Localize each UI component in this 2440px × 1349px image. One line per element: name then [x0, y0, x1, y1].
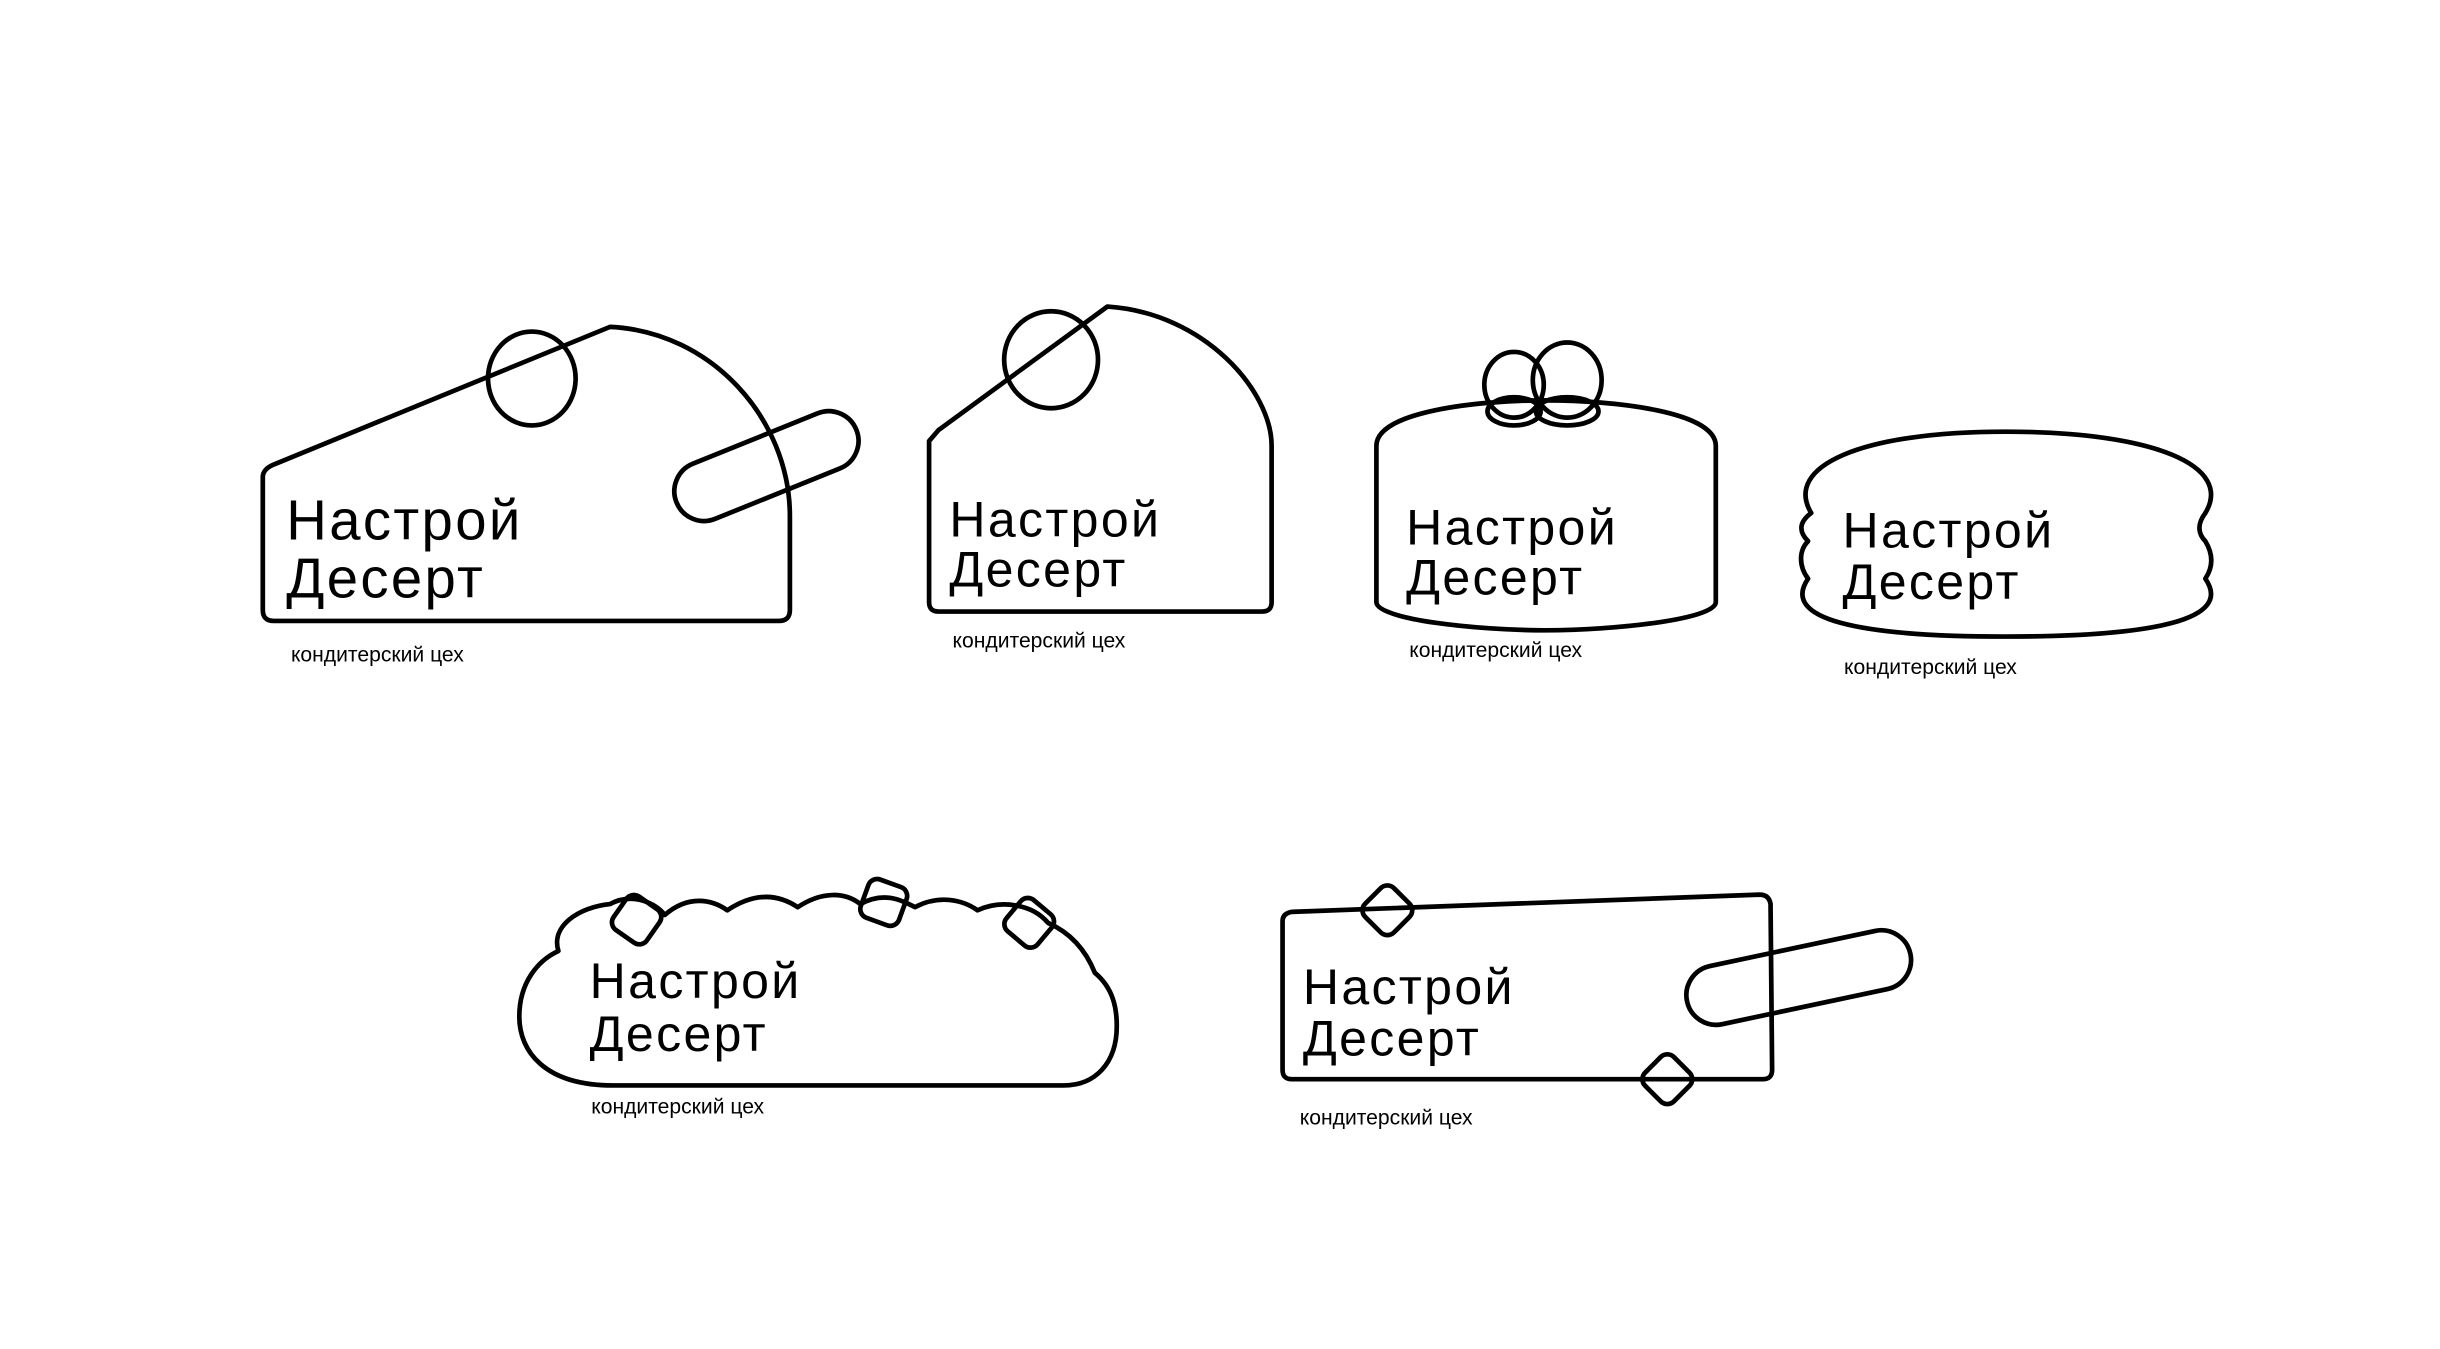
logo-subtitle: кондитерский цех	[591, 1096, 764, 1119]
logo-title-line2: Десерт	[1303, 1011, 1481, 1067]
logo-cake-with-bow: Настрой Десерт кондитерский цех	[1374, 340, 1719, 662]
bow-left-icon	[1481, 349, 1547, 420]
wafer-stick-icon	[672, 408, 861, 524]
logo-title-line1: Настрой	[590, 953, 802, 1009]
cake-slice-outline	[260, 324, 793, 624]
cloud-cake-outline	[516, 892, 1120, 1088]
logo-title-line2: Десерт	[1842, 554, 2020, 610]
logo-title-line1: Настрой	[1406, 499, 1618, 555]
logo-bar-with-stick: Настрой Десерт кондитерский цех	[1280, 883, 1914, 1130]
logo-title-line2: Десерт	[286, 546, 485, 609]
bow-right-icon	[1530, 340, 1604, 420]
bow-left-lower-icon	[1485, 394, 1543, 428]
berry-diamond-icon	[1360, 883, 1415, 938]
berry-diamond-icon	[1640, 1051, 1695, 1107]
tall-slice-outline	[926, 304, 1274, 614]
berry-diamond-icon	[1002, 895, 1057, 950]
logo-tall-slice: Настрой Десерт кондитерский цех	[926, 304, 1274, 653]
logo-title-line1: Настрой	[949, 491, 1161, 547]
berry-diamond-icon	[857, 876, 910, 929]
logo-subtitle: кондитерский цех	[1300, 1107, 1473, 1130]
wafer-stick-icon	[1684, 927, 1914, 1028]
logo-subtitle: кондитерский цех	[291, 644, 464, 667]
cherry-icon	[485, 329, 578, 428]
logo-macaron: Настрой Десерт кондитерский цех	[1798, 429, 2214, 679]
logo-title-line1: Настрой	[1842, 502, 2054, 558]
cherry-icon	[1001, 308, 1101, 411]
logo-title-line2: Десерт	[949, 542, 1127, 598]
logo-title-line2: Десерт	[590, 1006, 768, 1062]
logo-subtitle: кондитерский цех	[1844, 656, 2017, 679]
logo-title-line1: Настрой	[286, 489, 522, 552]
macaron-outline	[1798, 429, 2214, 639]
logo-title-line1: Настрой	[1303, 959, 1515, 1015]
cake-outline	[1374, 398, 1719, 633]
logo-cake-slice: Настрой Десерт кондитерский цех	[260, 324, 861, 667]
logo-subtitle: кондитерский цех	[953, 630, 1126, 653]
logo-subtitle: кондитерский цех	[1409, 639, 1582, 662]
bow-right-lower-icon	[1533, 394, 1601, 428]
logo-cloud-cake: Настрой Десерт кондитерский цех	[516, 876, 1120, 1119]
logo-title-line2: Десерт	[1406, 549, 1584, 605]
bar-outline	[1280, 892, 1775, 1082]
berry-diamond-icon	[609, 892, 664, 947]
